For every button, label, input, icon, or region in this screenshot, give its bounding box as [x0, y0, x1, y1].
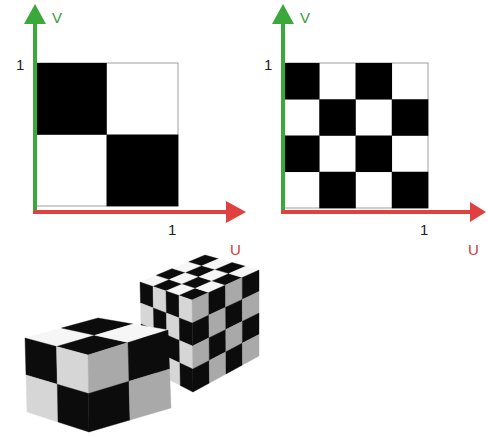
axis-tick: 1: [420, 222, 428, 237]
v-axis: [281, 22, 285, 213]
cube-cell: [209, 352, 226, 383]
axis-name: V: [300, 10, 310, 25]
u-arrowhead: [470, 202, 486, 222]
checker-cell: [107, 135, 179, 207]
v-arrowhead: [272, 4, 294, 24]
checker-cell: [283, 136, 320, 173]
cube-cell: [26, 375, 58, 422]
uv-square: [35, 63, 178, 206]
cube-cell: [57, 384, 89, 432]
checker-cell: [319, 172, 356, 209]
cube-cell: [242, 335, 259, 366]
cube-cell: [129, 369, 171, 420]
checker-squares: [35, 63, 428, 208]
checker-cell: [283, 63, 320, 100]
v-axis: [33, 22, 37, 213]
cube-cell: [180, 363, 193, 392]
axis-tick: 1: [16, 57, 24, 72]
axis-name: U: [230, 242, 241, 257]
axis-name: U: [468, 242, 479, 257]
checker-cell: [319, 99, 356, 136]
checker-cell: [392, 172, 429, 209]
checker-cell: [35, 63, 107, 135]
checker-cell: [356, 63, 393, 100]
checker-cell: [356, 136, 393, 173]
cube-cell: [226, 343, 243, 374]
cube-cell: [89, 381, 131, 432]
u-axis: [281, 210, 474, 214]
cube-cell: [193, 360, 210, 392]
v-arrowhead: [24, 4, 46, 24]
axis-tick: 1: [264, 57, 272, 72]
u-arrowhead: [226, 201, 246, 223]
u-axis: [33, 210, 228, 214]
axis-name: V: [52, 10, 62, 25]
uv-square: [283, 63, 428, 208]
checker-cell: [392, 99, 429, 136]
checker-cubes: [25, 255, 259, 432]
axis-tick: 1: [168, 222, 176, 237]
